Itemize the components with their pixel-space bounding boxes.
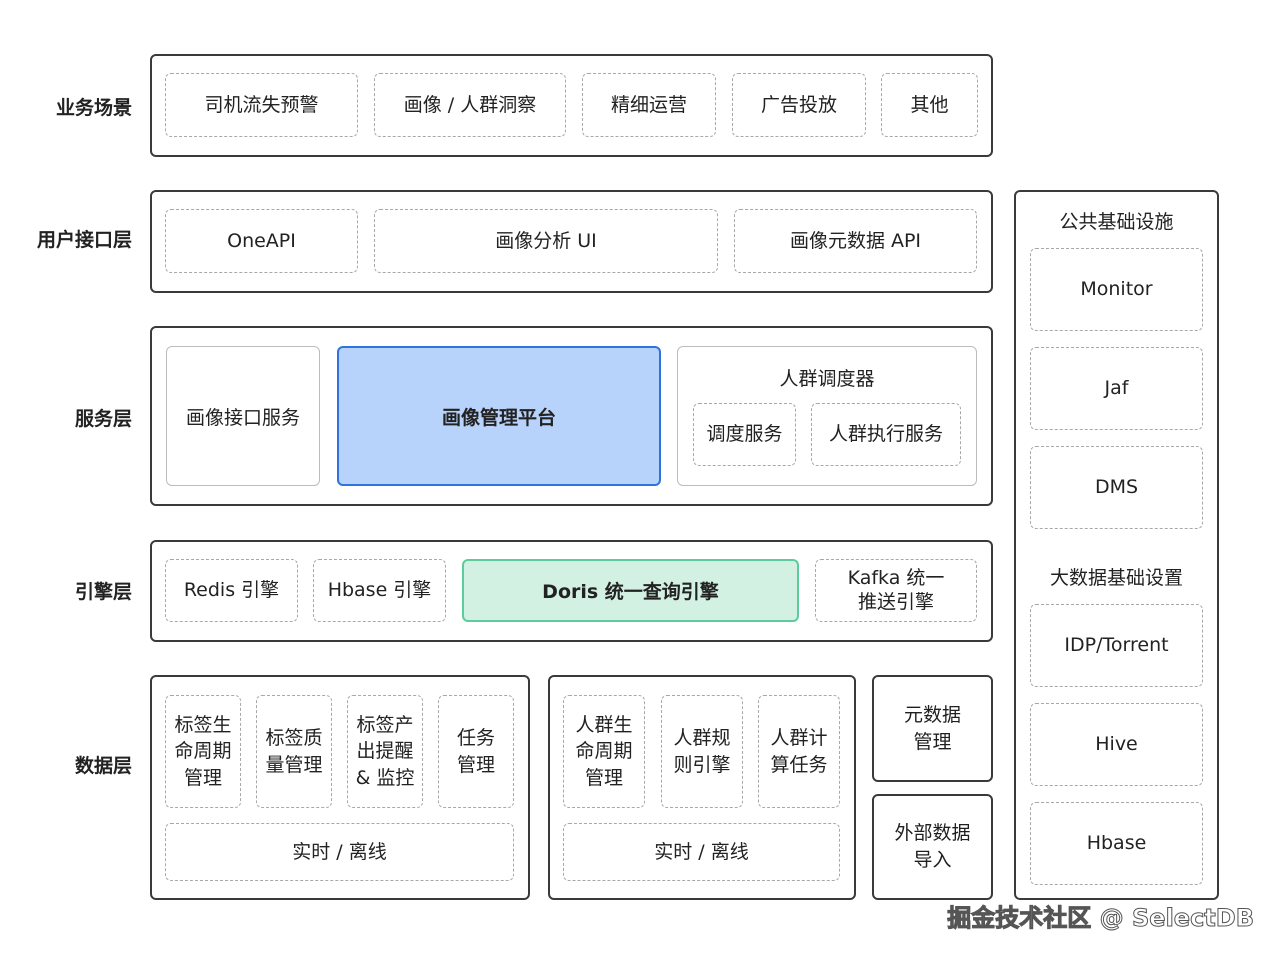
watermark: 掘金技术社区 @ SelectDB [947, 904, 1255, 933]
ui-item-portrait-metadata-api: 画像元数据 API [734, 209, 977, 273]
infra-monitor: Monitor [1030, 248, 1203, 331]
crowd-scheduler-title: 人群调度器 [779, 368, 875, 390]
infra-idp-torrent: IDP/Torrent [1030, 604, 1203, 687]
data-crowd-lifecycle: 人群生 命周期 管理 [563, 695, 645, 808]
engine-doris: Doris 统一查询引擎 [462, 559, 799, 622]
business-item-portrait-insight: 画像 / 人群洞察 [374, 73, 566, 137]
data-task-management: 任务 管理 [438, 695, 514, 808]
data-metadata-management: 元数据 管理 [903, 703, 961, 753]
engine-redis: Redis 引擎 [165, 559, 298, 622]
data-tag-quality: 标签质 量管理 [256, 695, 332, 808]
layer-label-data: 数据层 [74, 755, 132, 777]
infra-hbase: Hbase [1030, 802, 1203, 885]
business-item-fine-operation: 精细运营 [582, 73, 716, 137]
bigdata-infra-title: 大数据基础设置 [1049, 567, 1183, 589]
layer-label-engine: 引擎层 [74, 581, 132, 603]
business-item-driver-churn: 司机流失预警 [165, 73, 358, 137]
service-portrait-interface: 画像接口服务 [166, 346, 320, 486]
ui-item-oneapi: OneAPI [165, 209, 358, 273]
public-infra-title: 公共基础设施 [1059, 211, 1174, 233]
data-crowd-compute-task: 人群计 算任务 [758, 695, 840, 808]
business-item-advertising: 广告投放 [732, 73, 866, 137]
layer-label-user-interface: 用户接口层 [36, 229, 132, 251]
data-tag-output-alert: 标签产 出提醒 & 监控 [347, 695, 423, 808]
data-metadata-frame: 元数据 管理 [872, 675, 993, 782]
layer-label-service: 服务层 [74, 408, 132, 430]
layer-label-business: 业务场景 [55, 97, 132, 119]
service-portrait-platform: 画像管理平台 [337, 346, 661, 486]
ui-item-portrait-analysis-ui: 画像分析 UI [374, 209, 718, 273]
data-tag-realtime-offline: 实时 / 离线 [165, 823, 514, 881]
engine-kafka: Kafka 统一 推送引擎 [815, 559, 977, 622]
data-crowd-rule-engine: 人群规 则引擎 [661, 695, 743, 808]
data-crowd-realtime-offline: 实时 / 离线 [563, 823, 840, 881]
infra-jaf: Jaf [1030, 347, 1203, 430]
engine-hbase: Hbase 引擎 [313, 559, 446, 622]
business-item-other: 其他 [881, 73, 978, 137]
data-external-import-frame: 外部数据 导入 [872, 794, 993, 900]
scheduler-item-schedule-service: 调度服务 [693, 403, 796, 466]
infra-hive: Hive [1030, 703, 1203, 786]
data-tag-lifecycle: 标签生 命周期 管理 [165, 695, 241, 808]
infra-dms: DMS [1030, 446, 1203, 529]
data-external-import: 外部数据 导入 [894, 822, 971, 871]
scheduler-item-crowd-execution: 人群执行服务 [811, 403, 961, 466]
